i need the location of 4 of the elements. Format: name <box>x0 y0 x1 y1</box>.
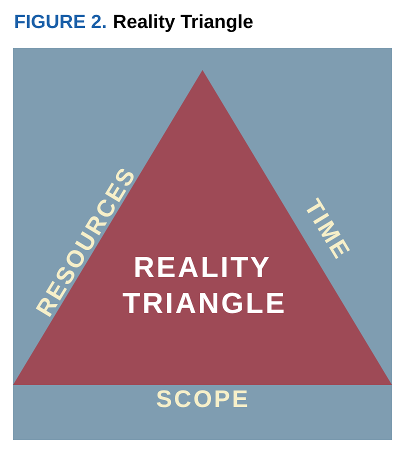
figure-title: Reality Triangle <box>112 12 254 34</box>
side-label: SCOPE <box>156 386 250 414</box>
figure-number: FIGURE 2. <box>14 12 107 34</box>
triangle-shape <box>13 70 392 385</box>
